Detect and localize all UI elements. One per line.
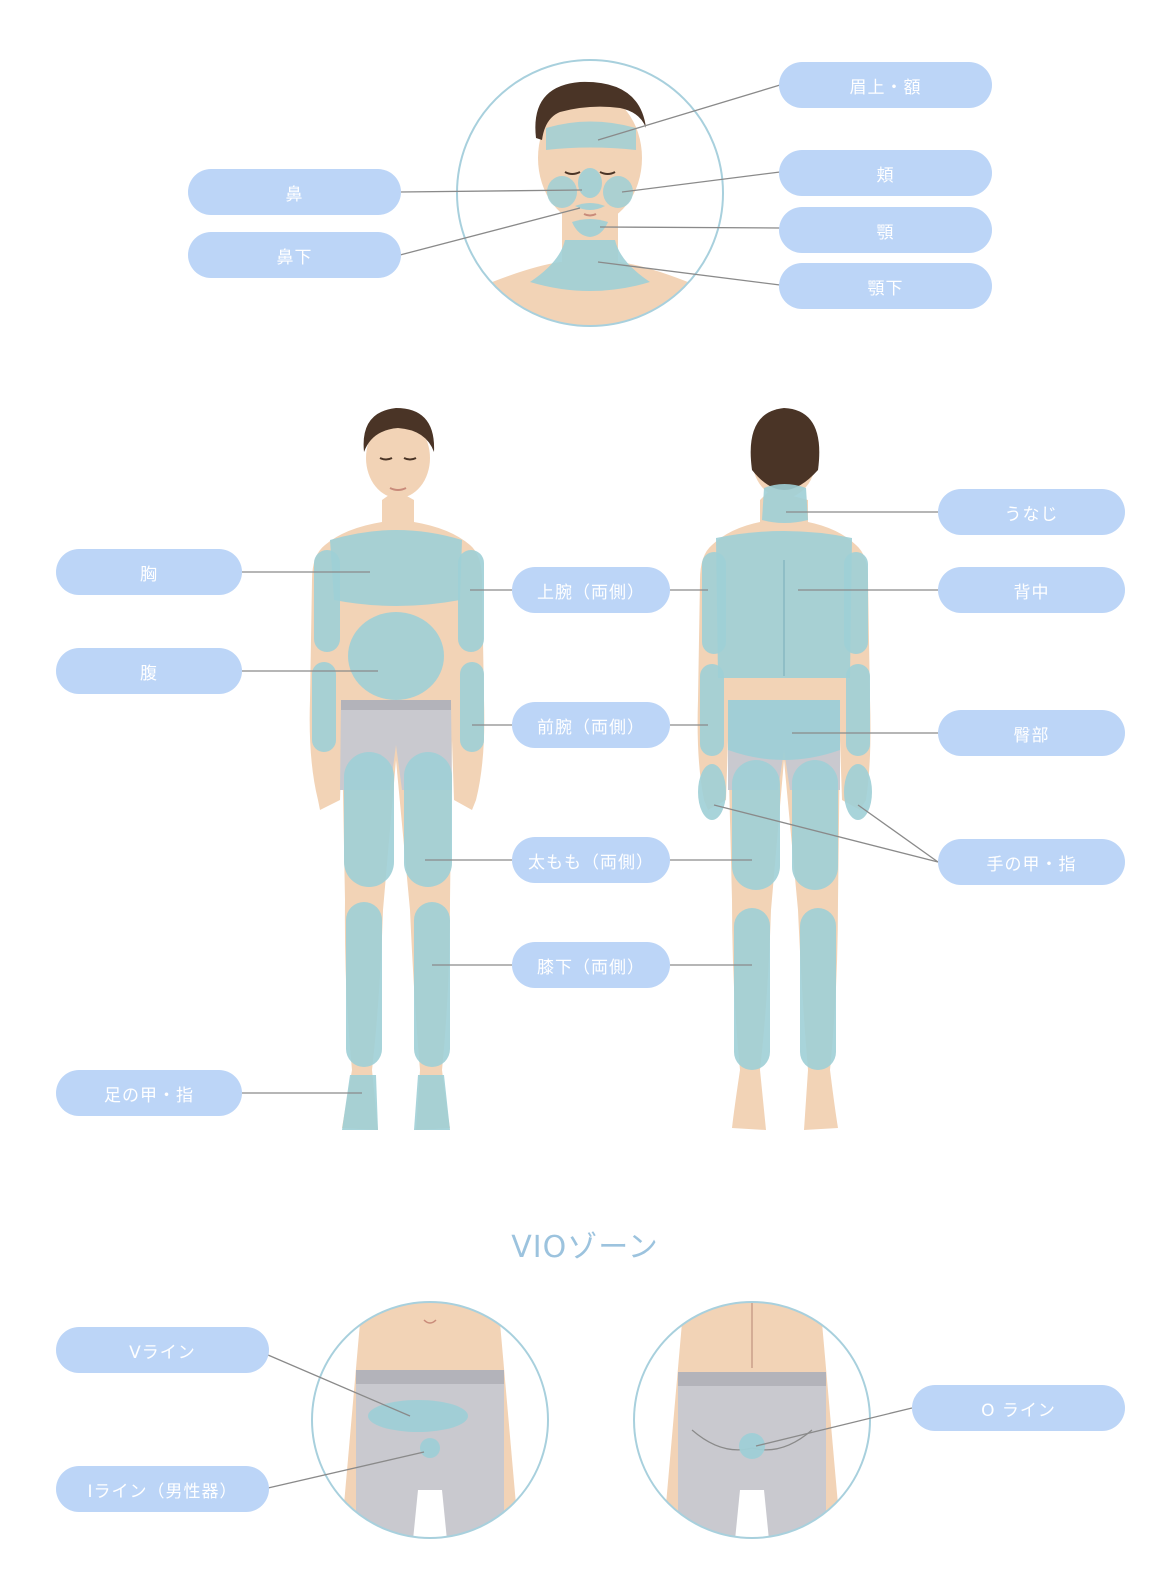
face-leader-lines (399, 84, 781, 286)
label-o-line[interactable]: O ライン (912, 1385, 1125, 1431)
vio-back-illustration (633, 1301, 871, 1539)
label-under-nose[interactable]: 鼻下 (188, 232, 401, 278)
vio-front-illustration (311, 1301, 549, 1539)
vio-heading: VIOゾーン (511, 1230, 659, 1265)
label-nose[interactable]: 鼻 (188, 169, 401, 215)
label-i-line[interactable]: Iライン（男性器） (56, 1466, 269, 1512)
face-illustration (456, 59, 724, 327)
label-chin[interactable]: 顎 (779, 207, 992, 253)
label-back[interactable]: 背中 (938, 567, 1125, 613)
label-thigh[interactable]: 太もも（両側） (512, 837, 670, 883)
label-forearm[interactable]: 前腕（両側） (512, 702, 670, 748)
label-belly[interactable]: 腹 (56, 648, 242, 694)
vio-leader-lines (267, 1354, 913, 1489)
label-buttocks[interactable]: 臀部 (938, 710, 1125, 756)
label-hand-fingers[interactable]: 手の甲・指 (938, 839, 1125, 885)
body-leader-lines (242, 511, 939, 1094)
label-upper-arm[interactable]: 上腕（両側） (512, 567, 670, 613)
label-v-line[interactable]: Vライン (56, 1327, 269, 1373)
label-brow-forehead[interactable]: 眉上・額 (779, 62, 992, 108)
label-nape[interactable]: うなじ (938, 489, 1125, 535)
back-body-figure (697, 408, 872, 1130)
front-body-figure (309, 408, 485, 1130)
label-chest[interactable]: 胸 (56, 549, 242, 595)
label-cheek[interactable]: 頬 (779, 150, 992, 196)
label-below-knee[interactable]: 膝下（両側） (512, 942, 670, 988)
label-under-chin[interactable]: 顎下 (779, 263, 992, 309)
label-foot-toes[interactable]: 足の甲・指 (56, 1070, 242, 1116)
